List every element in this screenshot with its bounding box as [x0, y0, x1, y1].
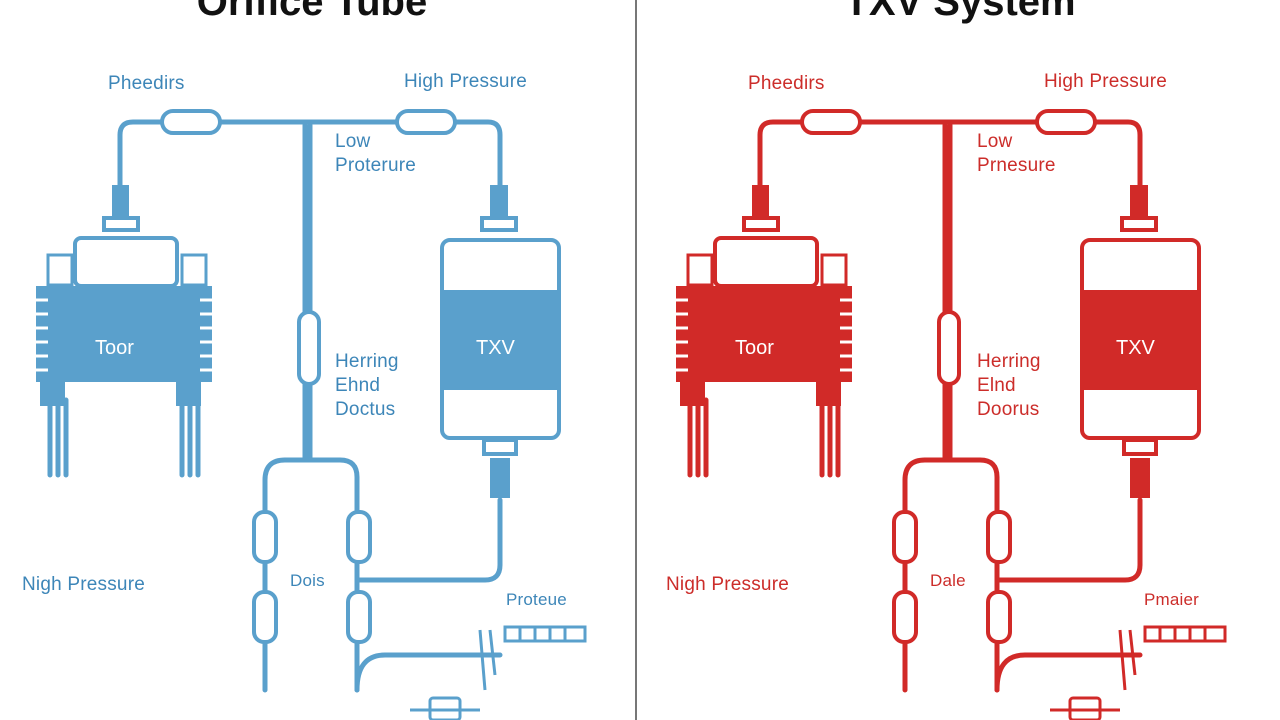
txv-label: TXV [1116, 337, 1155, 359]
txv-unit [440, 238, 561, 440]
label-bottom-right: Pmaier [1144, 590, 1200, 609]
toor-label: Toor [735, 337, 774, 359]
orifice-tube-panel: Orifice Tube [22, 0, 587, 720]
txv-system-diagram [676, 109, 1227, 720]
txv-label: TXV [476, 337, 515, 359]
toor-unit [676, 236, 852, 406]
label-nigh-pressure: Nigh Pressure [666, 574, 789, 595]
label-loop: Dois [290, 571, 325, 590]
label-bottom-right: Proteue [506, 590, 567, 609]
label-low-pressure: Low Proterure [335, 131, 417, 176]
orifice-tube-diagram [36, 109, 587, 720]
label-nigh-pressure: Nigh Pressure [22, 574, 145, 595]
panel-divider [635, 0, 637, 720]
label-middle: Herring Ehnd Doctus [335, 351, 399, 420]
toor-unit [36, 236, 212, 406]
toor-label: Toor [95, 337, 134, 359]
panel-title: TXV System [844, 0, 1076, 24]
label-low-pressure: Low Prnesure [977, 131, 1056, 176]
label-middle: Herring Elnd Doorus [977, 351, 1041, 420]
txv-system-panel: TXV System [640, 0, 1280, 720]
txv-unit [1080, 238, 1201, 440]
label-high-pressure: High Pressure [404, 71, 527, 92]
label-high-pressure: High Pressure [1044, 71, 1167, 92]
panel-title: Orifice Tube [196, 0, 428, 24]
label-loop: Dale [930, 571, 966, 590]
label-top-left: Pheedirs [108, 73, 185, 94]
label-top-left: Pheedirs [748, 73, 825, 94]
